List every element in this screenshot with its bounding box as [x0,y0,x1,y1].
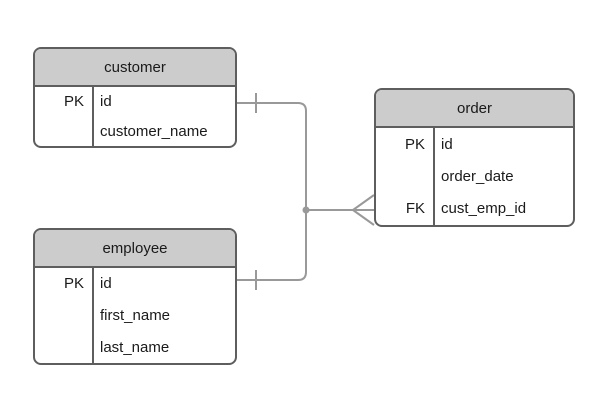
entity-order-header[interactable]: order [376,90,573,128]
order-field-id[interactable]: id [441,135,453,153]
order-field-order-date[interactable]: order_date [441,167,514,185]
entity-order-body: PK FK id order_date cust_emp_id [376,128,573,225]
customer-field-id[interactable]: id [100,93,112,111]
order-field-id-key: PK [404,135,425,153]
order-field-cust-emp-id-key: FK [405,200,425,218]
order-field-order-date-key [376,160,433,192]
customer-field-customer-name[interactable]: customer_name [100,122,208,140]
entity-order-key-column: PK FK [376,128,435,225]
entity-order-field-column: id order_date cust_emp_id [435,128,573,225]
connector-group [237,93,375,290]
entity-order[interactable]: order PK FK id order_date cust_emp_id [374,88,575,227]
customer-field-customer-name-key [35,117,92,147]
entity-employee-header[interactable]: employee [35,230,235,268]
entity-employee-body: PK id first_name last_name [35,268,235,363]
connector-junction-dot [302,206,310,214]
connector-employee-to-junction[interactable] [237,210,307,281]
employee-field-last-name[interactable]: last_name [100,338,170,356]
connector-customer-to-junction[interactable] [237,102,307,210]
employee-field-last-name-key [35,331,92,363]
order-field-cust-emp-id[interactable]: cust_emp_id [441,200,527,218]
customer-field-id-key: PK [63,93,84,111]
employee-field-id-key: PK [63,275,84,293]
entity-customer-field-column: id customer_name [94,87,235,146]
entity-customer-body: PK id customer_name [35,87,235,146]
crow-foot-many-icon [352,194,375,226]
entity-customer[interactable]: customer PK id customer_name [33,47,237,148]
entity-customer-header[interactable]: customer [35,49,235,87]
employee-field-first-name[interactable]: first_name [100,307,171,324]
employee-field-first-name-key [35,300,92,332]
entity-customer-key-column: PK [35,87,94,146]
entity-employee-key-column: PK [35,268,94,363]
entity-employee[interactable]: employee PK id first_name last_name [33,228,237,365]
entity-employee-field-column: id first_name last_name [94,268,235,363]
employee-field-id[interactable]: id [100,275,112,293]
